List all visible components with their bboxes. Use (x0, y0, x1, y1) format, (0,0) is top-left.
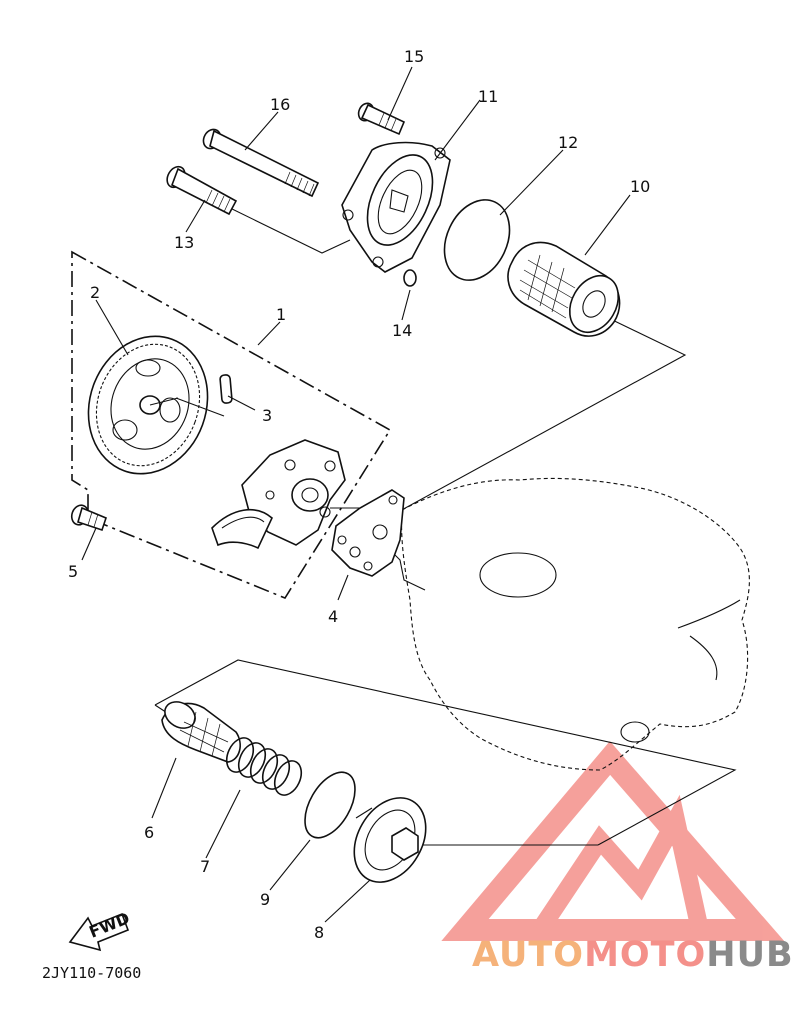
callout-8: 8 (314, 923, 324, 942)
oil-pump-assembly-1 (211, 439, 346, 550)
bolt-5 (70, 504, 107, 532)
callout-3: 3 (262, 406, 272, 425)
callout-10: 10 (630, 177, 650, 196)
o-ring-12 (443, 199, 511, 281)
callout-labels: 15 16 11 12 10 13 14 1 2 3 5 4 6 7 9 8 (68, 47, 650, 942)
oil-filter-element-10 (507, 241, 621, 337)
callout-9: 9 (260, 890, 270, 909)
crankcase-outline (401, 477, 750, 771)
watermark-auto: AUTO (472, 935, 584, 975)
callout-7: 7 (200, 857, 210, 876)
long-bolt-16 (202, 128, 320, 198)
oil-strainer-6 (161, 701, 241, 763)
callout-16: 16 (270, 95, 290, 114)
callout-2: 2 (90, 283, 100, 302)
callout-1: 1 (276, 305, 286, 324)
o-ring-9 (304, 771, 356, 839)
callout-15: 15 (404, 47, 424, 66)
diagram-part-code: 2JY110-7060 (42, 964, 141, 982)
watermark-hub: HUB (706, 935, 793, 975)
gasket-4 (331, 489, 405, 577)
oil-pump-driven-gear-2 (87, 335, 209, 475)
callout-5: 5 (68, 562, 78, 581)
o-ring-14 (403, 269, 417, 287)
callout-13: 13 (174, 233, 194, 252)
fwd-arrow-icon: FWD (68, 908, 132, 952)
drain-plug-8 (353, 797, 427, 883)
callout-4: 4 (328, 607, 338, 626)
callout-12: 12 (558, 133, 578, 152)
dowel-pin-3 (219, 374, 233, 404)
bolt-13 (166, 165, 238, 216)
screw-15 (357, 102, 406, 136)
callout-leaders (81, 66, 631, 923)
svg-text:AUTOMOTOHUB: AUTOMOTOHUB (472, 935, 794, 975)
spring-7 (225, 737, 303, 796)
callout-14: 14 (392, 321, 412, 340)
watermark-triangle-logo (441, 741, 785, 941)
oil-filter-cover-11 (341, 141, 451, 273)
callout-6: 6 (144, 823, 154, 842)
watermark-text: AUTOMOTOHUB (472, 935, 794, 975)
watermark-moto: MOTO (584, 935, 706, 975)
callout-11: 11 (478, 87, 498, 106)
